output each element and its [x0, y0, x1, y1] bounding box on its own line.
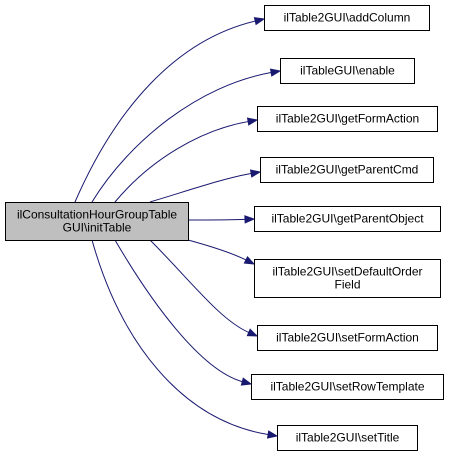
arrowhead-setFormAction [246, 328, 259, 337]
node-setDefaultOrderField-box [254, 259, 441, 298]
node-getParentCmd-label: ilTable2GUI\getParentCmd [276, 163, 419, 177]
node-setTitle[interactable]: ilTable2GUI\setTitle [277, 425, 418, 451]
edge-getFormAction [114, 121, 249, 203]
node-getParentObject-label: ilTable2GUI\getParentObject [271, 212, 424, 226]
node-getParentObject[interactable]: ilTable2GUI\getParentObject [254, 206, 441, 232]
arrowhead-getFormAction [246, 117, 259, 126]
node-setRowTemplate[interactable]: ilTable2GUI\setRowTemplate [251, 374, 444, 400]
arrowhead-enable [269, 68, 282, 77]
node-getParentObject-box [254, 206, 441, 232]
root-node[interactable]: ilConsultationHourGroupTableGUI\initTabl… [5, 202, 189, 241]
arrowhead-getParentCmd [249, 169, 262, 178]
node-setFormAction[interactable]: ilTable2GUI\setFormAction [257, 325, 438, 351]
node-setDefaultOrderField-label: ilTable2GUI\setDefaultOrder [272, 265, 422, 279]
nodes: ilConsultationHourGroupTableGUI\initTabl… [5, 5, 444, 451]
node-enable-label: ilTableGUI\enable [300, 64, 395, 78]
arrowhead-setRowTemplate [240, 377, 253, 386]
node-setRowTemplate-label: ilTable2GUI\setRowTemplate [270, 380, 424, 394]
node-getParentCmd[interactable]: ilTable2GUI\getParentCmd [260, 157, 434, 183]
root-node-label: ilConsultationHourGroupTable [17, 208, 177, 222]
edge-setTitle [91, 239, 269, 436]
node-addColumn-box [264, 5, 430, 31]
node-setFormAction-label: ilTable2GUI\setFormAction [276, 331, 419, 345]
node-setRowTemplate-box [251, 374, 444, 400]
node-addColumn[interactable]: ilTable2GUI\addColumn [264, 5, 430, 31]
arrowhead-getParentObject [244, 215, 256, 224]
edge-addColumn [74, 20, 256, 203]
node-setTitle-label: ilTable2GUI\setTitle [296, 431, 400, 445]
node-setDefaultOrderField-label: Field [334, 278, 360, 292]
node-addColumn-label: ilTable2GUI\addColumn [284, 11, 411, 25]
node-setTitle-box [277, 425, 418, 451]
edge-setDefaultOrderField [187, 239, 247, 261]
edge-getParentObject [187, 218, 246, 221]
root-node-label: GUI\initTable [63, 221, 132, 235]
root-node-box [5, 202, 189, 241]
edge-setRowTemplate [114, 239, 243, 383]
arrowhead-setTitle [266, 430, 279, 439]
edge-enable [91, 72, 272, 203]
edges [74, 17, 282, 439]
arrowhead-addColumn [253, 17, 266, 26]
node-enable-box [280, 58, 415, 84]
node-getFormAction-label: ilTable2GUI\getFormAction [276, 112, 419, 126]
node-enable[interactable]: ilTableGUI\enable [280, 58, 415, 84]
node-getFormAction[interactable]: ilTable2GUI\getFormAction [257, 106, 438, 132]
edge-getParentCmd [149, 173, 252, 203]
arrowhead-setDefaultOrderField [243, 255, 256, 265]
node-getParentCmd-box [260, 157, 434, 183]
node-getFormAction-box [257, 106, 438, 132]
edge-setFormAction [149, 239, 249, 333]
node-setFormAction-box [257, 325, 438, 351]
